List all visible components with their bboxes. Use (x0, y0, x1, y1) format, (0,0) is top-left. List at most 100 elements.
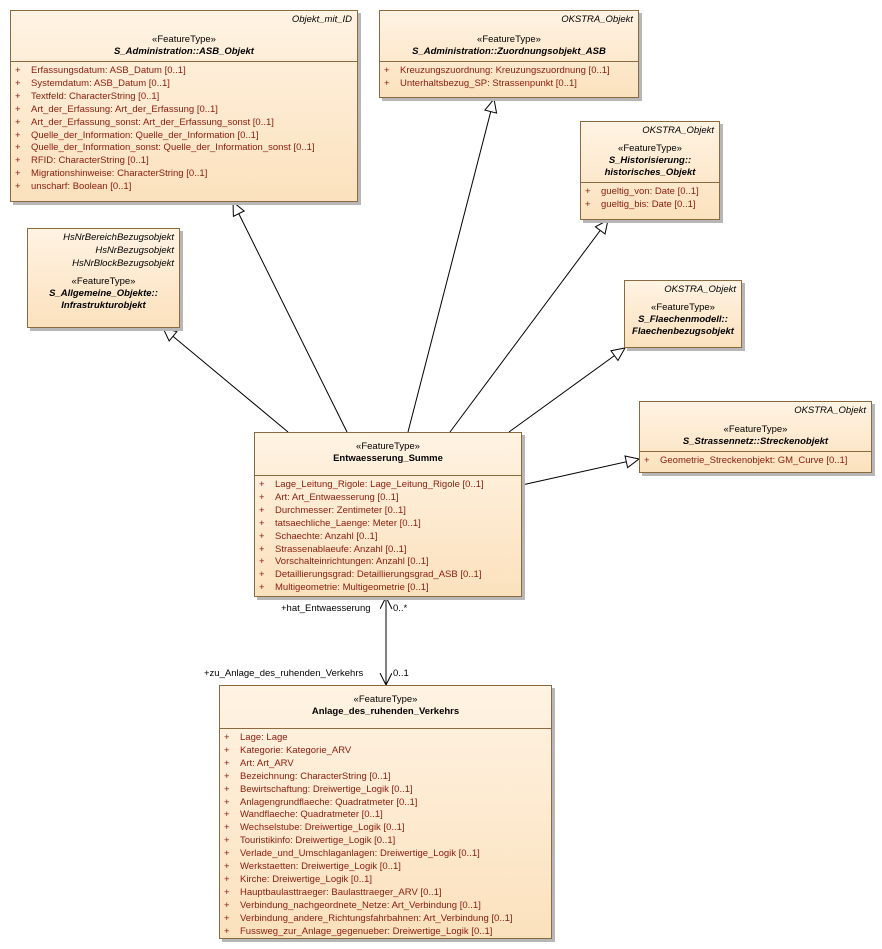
class-historisches-objekt[interactable]: OKSTRA_Objekt «FeatureType» S_Historisie… (580, 121, 720, 220)
class-anlage-des-ruhenden-verkehrs[interactable]: «FeatureType» Anlage_des_ruhenden_Verkeh… (219, 685, 552, 939)
stereotype-label: «FeatureType» (71, 276, 136, 287)
attribute-text: Wandflaeche: Quadratmeter [0..1] (240, 809, 383, 821)
visibility-marker: + (259, 530, 265, 542)
attribute-text: Schaechte: Anzahl [0..1] (275, 530, 378, 542)
attribute-text: Vorschalteinrichtungen: Anzahl [0..1] (275, 556, 429, 568)
attribute-text: Hauptbaulasttraeger: Baulasttraeger_ARV … (240, 886, 442, 898)
visibility-marker: + (644, 455, 650, 466)
association-multiplicity-bottom: 0..1 (393, 668, 409, 679)
attribute-row: +Quelle_der_Information: Quelle_der_Info… (15, 130, 353, 143)
visibility-marker: + (224, 912, 230, 924)
visibility-marker: + (259, 556, 265, 568)
attribute-text: Touristikinfo: Dreiwertige_Logik [0..1] (240, 835, 396, 847)
attribute-text: Kreuzungszuordnung: Kreuzungszuordnung [… (400, 65, 610, 76)
class-name: S_Administration::Zuordnungsobjekt_ASB (412, 46, 606, 57)
class-name-line: S_Allgemeine_Objekte:: (49, 288, 158, 299)
attribute-row: + Lage_Leitung_Rigole: Lage_Leitung_Rigol… (259, 479, 517, 492)
class-name: Anlage_des_ruhenden_Verkehrs (311, 706, 460, 717)
generalization-to-asb-objekt (232, 200, 348, 433)
visibility-marker: + (15, 168, 21, 180)
attribute-text: Unterhaltsbezug_SP: Strassenpunkt [0..1] (400, 77, 577, 89)
attribute-text: RFID: CharacterString [0..1] (31, 155, 149, 167)
visibility-marker: + (224, 783, 230, 795)
tagged-value: HsNrBezugsobjekt (95, 245, 174, 256)
attribute-row: +Verlade_und_Umschlaganlagen: Dreiwertig… (224, 848, 547, 861)
visibility-marker: + (259, 504, 265, 516)
tagged-value: OKSTRA_Objekt (642, 125, 714, 136)
attribute-row: + Bewirtschaftung: Dreiwertige_Logik [0..… (224, 784, 547, 797)
visibility-marker: + (15, 77, 21, 89)
attribute-text: Werkstaetten: Dreiwertige_Logik [0..1] (240, 861, 401, 873)
attribute-compartment: +Lage: Lage+Kategorie: Kategorie_ARV+Art… (220, 728, 551, 941)
attribute-text: Kategorie: Kategorie_ARV (240, 744, 352, 756)
visibility-marker: + (224, 848, 230, 860)
attribute-text: Bezeichnung: CharacterString [0..1] (240, 770, 391, 782)
attribute-row: +Verbindung_andere_Richtungsfahrbahnen: … (224, 913, 547, 926)
visibility-marker: + (224, 809, 230, 821)
attribute-text: Quelle_der_Information: Quelle_der_Infor… (31, 129, 259, 141)
attribute-text: Detaillierungsgrad: Detaillierungsgrad_A… (275, 569, 482, 581)
tagged-values: OKSTRA_Objekt (630, 283, 736, 296)
visibility-marker: + (224, 744, 230, 756)
attribute-row: + gueltig_von: Date [0..1] (585, 186, 715, 199)
attribute-text: Lage_Leitung_Rigole: Lage_Leitung_Rigole… (275, 479, 484, 490)
attribute-text: Art: Art_ARV (240, 757, 294, 769)
tagged-value: HsNrBereichBezugsobjekt (63, 232, 174, 243)
attribute-row: +Strassenablaeufe: Anzahl [0..1] (259, 544, 517, 557)
attribute-row: +gueltig_bis: Date [0..1] (585, 199, 715, 212)
attribute-row: + Wandflaeche: Quadratmeter [0..1] (224, 809, 547, 822)
class-name: Entwaesserung_Summe (333, 453, 443, 464)
attribute-text: Migrationshinweise: CharacterString [0..… (31, 168, 208, 180)
attribute-row: + Systemdatum: ASB_Datum [0..1] (15, 78, 353, 91)
class-asb-objekt[interactable]: Objekt_mit_ID «FeatureType» S_Administra… (10, 10, 358, 202)
tagged-value: HsNrBlockBezugsobjekt (72, 258, 174, 269)
association-role-top: +hat_Entwaesserung (281, 603, 371, 614)
attribute-text: gueltig_von: Date [0..1] (601, 186, 699, 197)
attribute-text: Verbindung_nachgeordnete_Netze: Art_Verb… (240, 899, 481, 911)
attribute-row: +Textfeld: CharacterString [0..1] (15, 91, 353, 104)
attribute-text: gueltig_bis: Date [0..1] (601, 198, 696, 210)
class-name-line: historisches_Objekt (604, 167, 696, 178)
attribute-row: +Fussweg_zur_Anlage_gegenueber: Dreiwert… (224, 926, 547, 939)
attribute-text: Strassenablaeufe: Anzahl [0..1] (275, 543, 407, 555)
attribute-row: +Detaillierungsgrad: Detaillierungsgrad_… (259, 569, 517, 582)
visibility-marker: + (15, 142, 21, 154)
attribute-text: Systemdatum: ASB_Datum [0..1] (31, 77, 170, 89)
tagged-values: OKSTRA_Objekt (645, 404, 866, 417)
tagged-value: OKSTRA_Objekt (664, 284, 736, 295)
visibility-marker: + (259, 479, 265, 490)
stereotype-label: «FeatureType» (651, 302, 715, 313)
stereotype-label: «FeatureType» (477, 34, 541, 45)
attribute-row: +Werkstaetten: Dreiwertige_Logik [0..1] (224, 861, 547, 874)
class-zuordnungsobjekt-asb[interactable]: OKSTRA_Objekt «FeatureType» S_Administra… (379, 10, 639, 98)
visibility-marker: + (585, 186, 591, 197)
generalization-to-historisches-objekt (449, 219, 609, 433)
class-flaechenbezugsobjekt[interactable]: OKSTRA_Objekt «FeatureType» S_Flaechenmo… (624, 280, 742, 348)
attribute-row: +Erfassungsdatum: ASB_Datum [0..1] (15, 65, 353, 78)
attribute-text: Bewirtschaftung: Dreiwertige_Logik [0..1… (240, 783, 413, 795)
visibility-marker: + (224, 899, 230, 911)
attribute-text: Fussweg_zur_Anlage_gegenueber: Dreiwerti… (240, 925, 493, 937)
visibility-marker: + (224, 770, 230, 782)
class-name: S_Allgemeine_Objekte:: Infrastrukturobje… (33, 288, 174, 312)
attribute-compartment: +Erfassungsdatum: ASB_Datum [0..1]+Syste… (11, 61, 357, 196)
stereotype-label: «FeatureType» (618, 143, 682, 154)
visibility-marker: + (15, 103, 21, 115)
tagged-values: OKSTRA_Objekt (586, 124, 714, 137)
attribute-row: +Art: Art_Entwaesserung [0..1] (259, 492, 517, 505)
class-streckenobjekt[interactable]: OKSTRA_Objekt «FeatureType» S_Strassenne… (639, 401, 872, 473)
attribute-row: +tatsaechliche_Laenge: Meter [0..1] (259, 518, 517, 531)
attribute-row: +Wechselstube: Dreiwertige_Logik [0..1] (224, 822, 547, 835)
attribute-row: + Kategorie: Kategorie_ARV (224, 745, 547, 758)
class-name: S_Historisierung:: historisches_Objekt (586, 155, 714, 179)
class-entwaesserung-summe[interactable]: «FeatureType» Entwaesserung_Summe +Lage_… (254, 432, 522, 597)
generalization-to-streckenobjekt (521, 455, 641, 486)
class-name: S_Strassennetz::Streckenobjekt (682, 436, 829, 447)
class-name-line: Flaechenbezugsobjekt (632, 326, 734, 337)
visibility-marker: + (224, 757, 230, 769)
tagged-values: OKSTRA_Objekt (385, 13, 633, 26)
visibility-marker: + (15, 155, 21, 167)
attribute-row: + Vorschalteinrichtungen: Anzahl [0..1] (259, 556, 517, 569)
